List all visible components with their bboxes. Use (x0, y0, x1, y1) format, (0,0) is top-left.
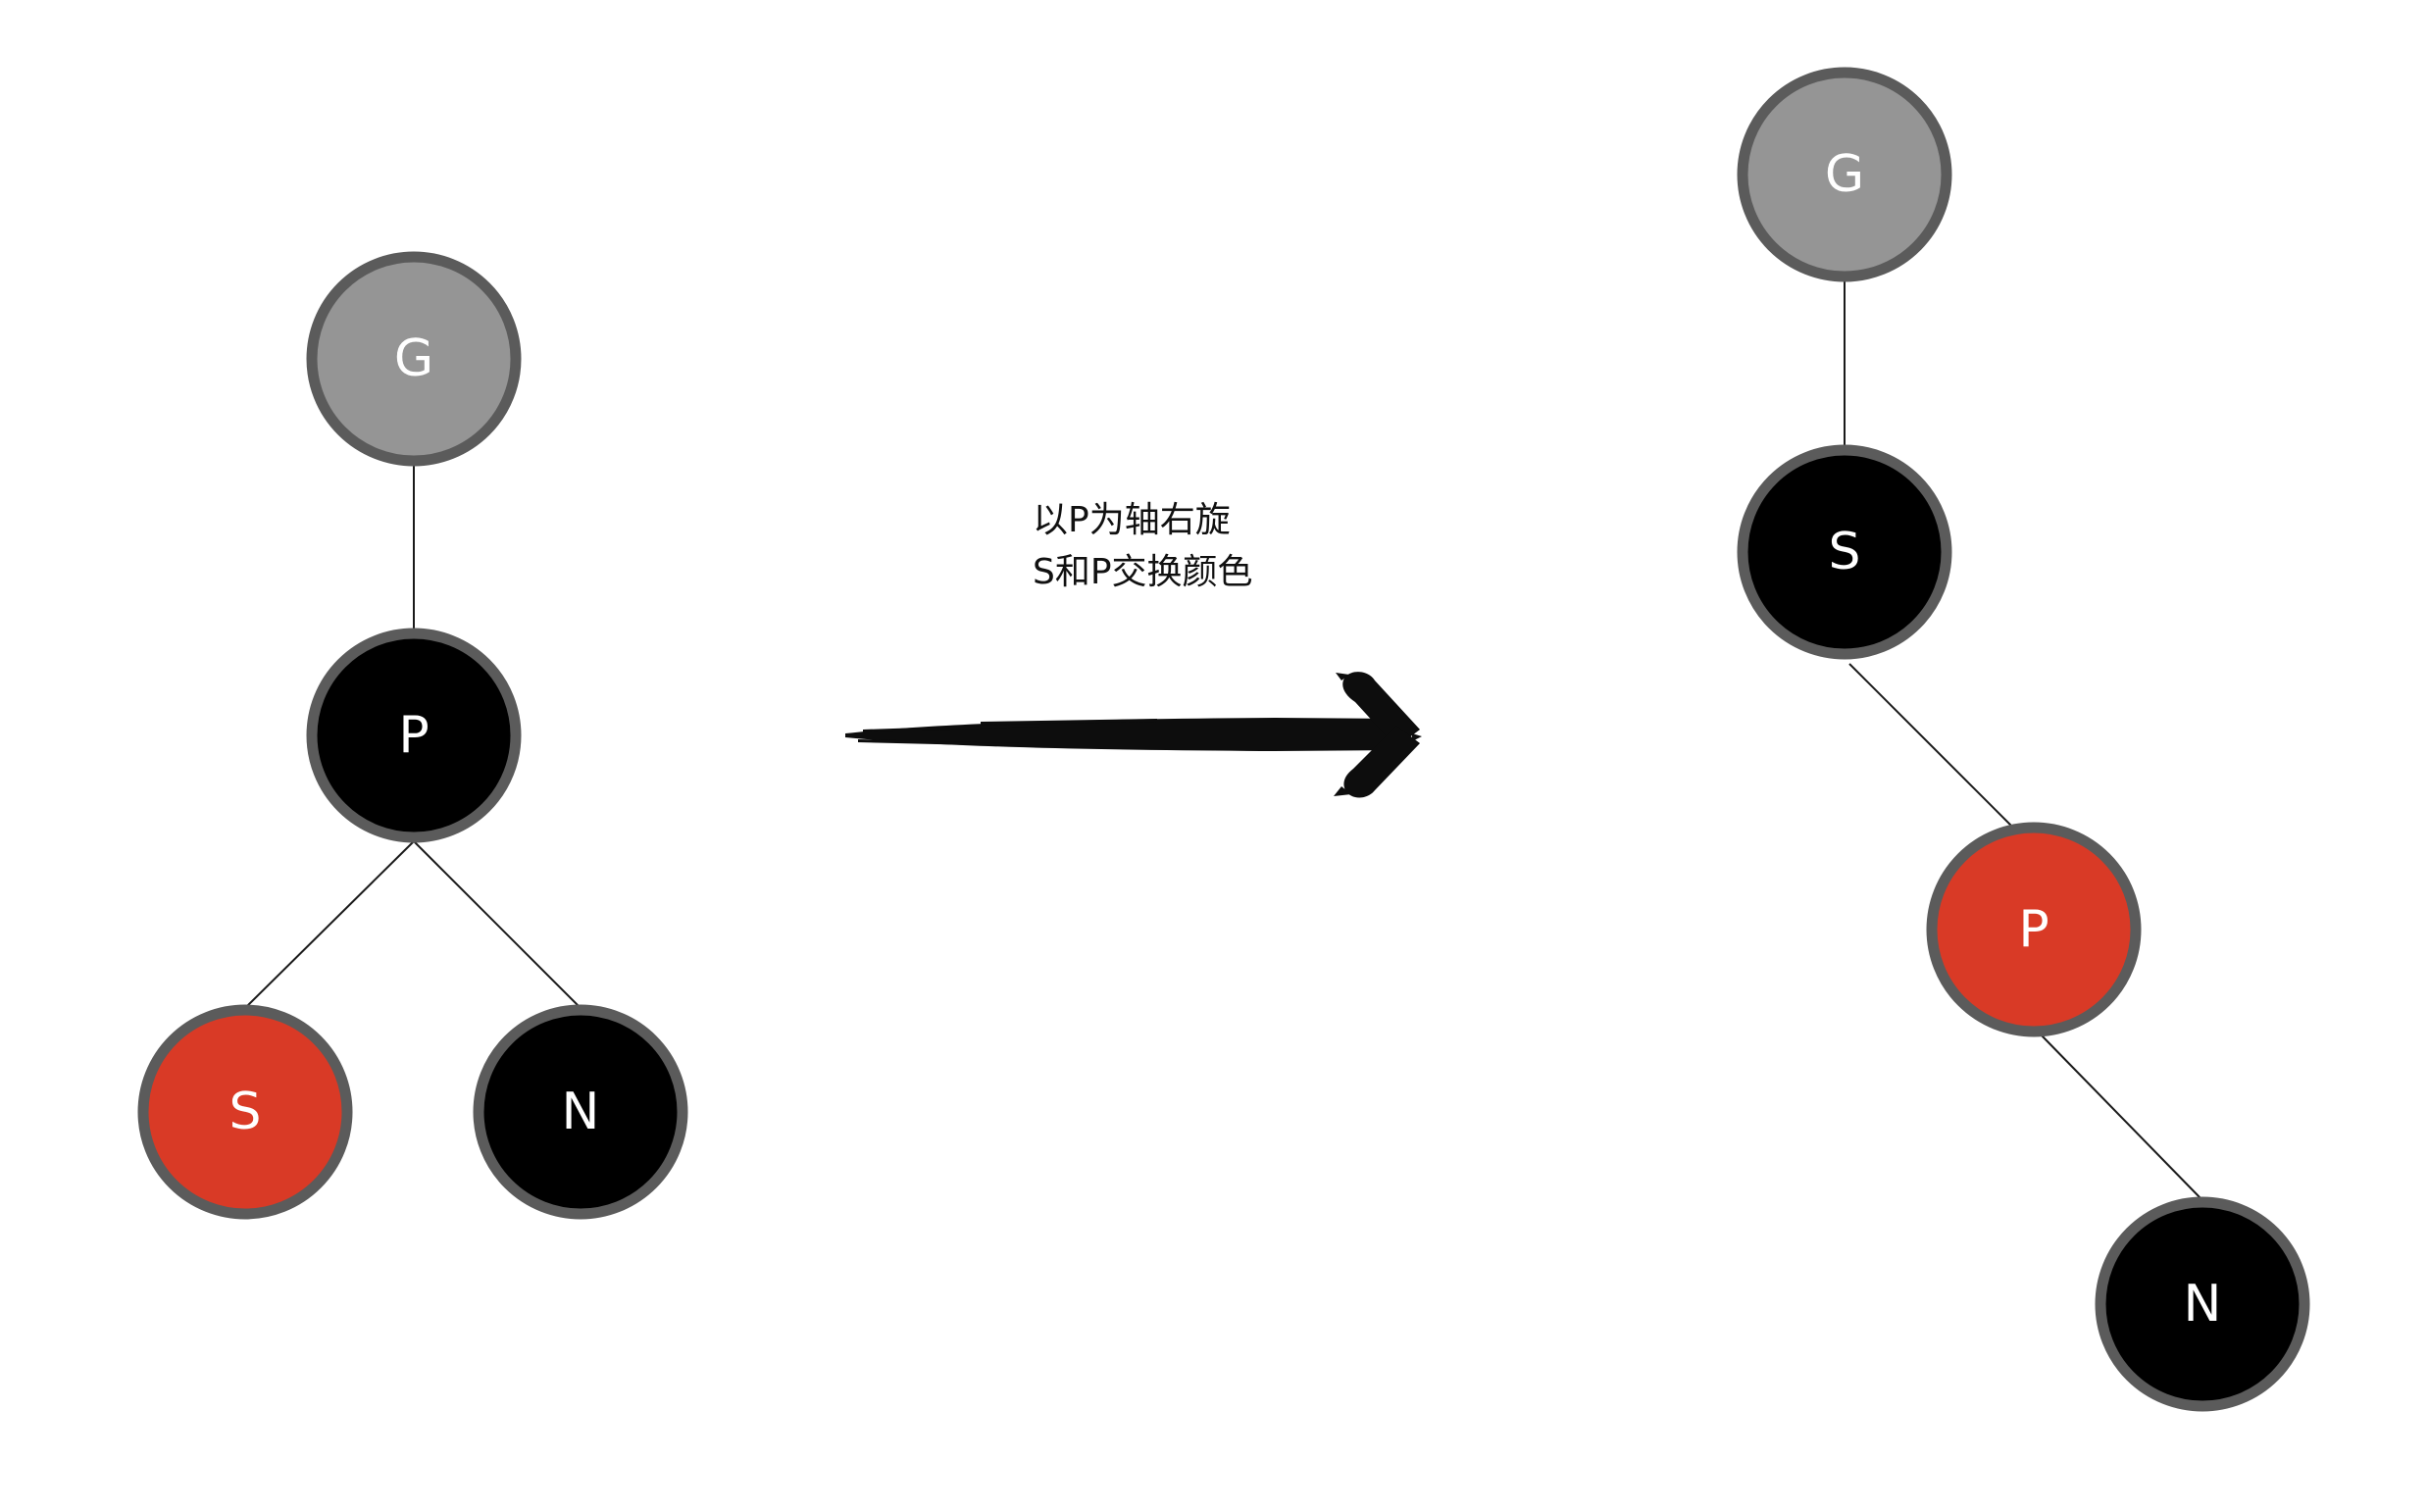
after-node-p-label: P (2018, 900, 2049, 959)
arrow-brush-tip (1412, 733, 1422, 741)
after-node-s-label: S (1828, 523, 1860, 581)
after-edge-p-n (2039, 1033, 2203, 1201)
after-tree: G S P N (1737, 67, 2310, 1412)
before-node-s-label: S (228, 1083, 261, 1141)
after-node-g-label: G (1825, 145, 1864, 204)
after-node-s: S (1737, 444, 1952, 660)
before-node-g: G (306, 251, 522, 467)
before-node-n-circle (473, 1004, 688, 1220)
arrow-streak (858, 739, 1020, 746)
after-node-p-circle (1926, 822, 2142, 1037)
before-node-p: P (306, 628, 522, 843)
before-node-g-label: G (394, 329, 433, 388)
before-node-g-circle (306, 251, 522, 467)
before-node-n-label: N (562, 1083, 600, 1141)
after-node-s-circle (1737, 444, 1952, 660)
arrow-streak (981, 719, 1157, 725)
before-node-s-circle (137, 1004, 353, 1220)
before-tree: G P S N (137, 251, 688, 1220)
before-edge-p-s (244, 840, 415, 1009)
arrow-brush-tip (1336, 673, 1349, 680)
arrow-head-upper (1342, 672, 1420, 747)
after-node-g: G (1737, 67, 1952, 282)
after-edge-s-p (1848, 663, 2013, 828)
arrow-head-lower (1343, 726, 1420, 798)
caption-line-2: S和P交换颜色 (1033, 552, 1253, 592)
before-node-s: S (137, 1004, 353, 1220)
before-node-p-label: P (398, 706, 429, 765)
before-node-n: N (473, 1004, 688, 1220)
after-node-n-label: N (2184, 1275, 2222, 1334)
caption-line-1: 以P为轴右旋 (1033, 500, 1231, 540)
arrow-streak (863, 724, 1039, 732)
after-node-p: P (1926, 822, 2142, 1037)
after-node-n: N (2095, 1196, 2310, 1412)
before-node-p-circle (306, 628, 522, 843)
arrow-brush-tip (1334, 786, 1351, 796)
arrow-shaft (845, 718, 1402, 751)
after-node-n-circle (2095, 1196, 2310, 1412)
before-edge-p-n (413, 840, 582, 1009)
after-node-g-circle (1737, 67, 1952, 282)
brush-arrow-right-icon (845, 672, 1422, 798)
